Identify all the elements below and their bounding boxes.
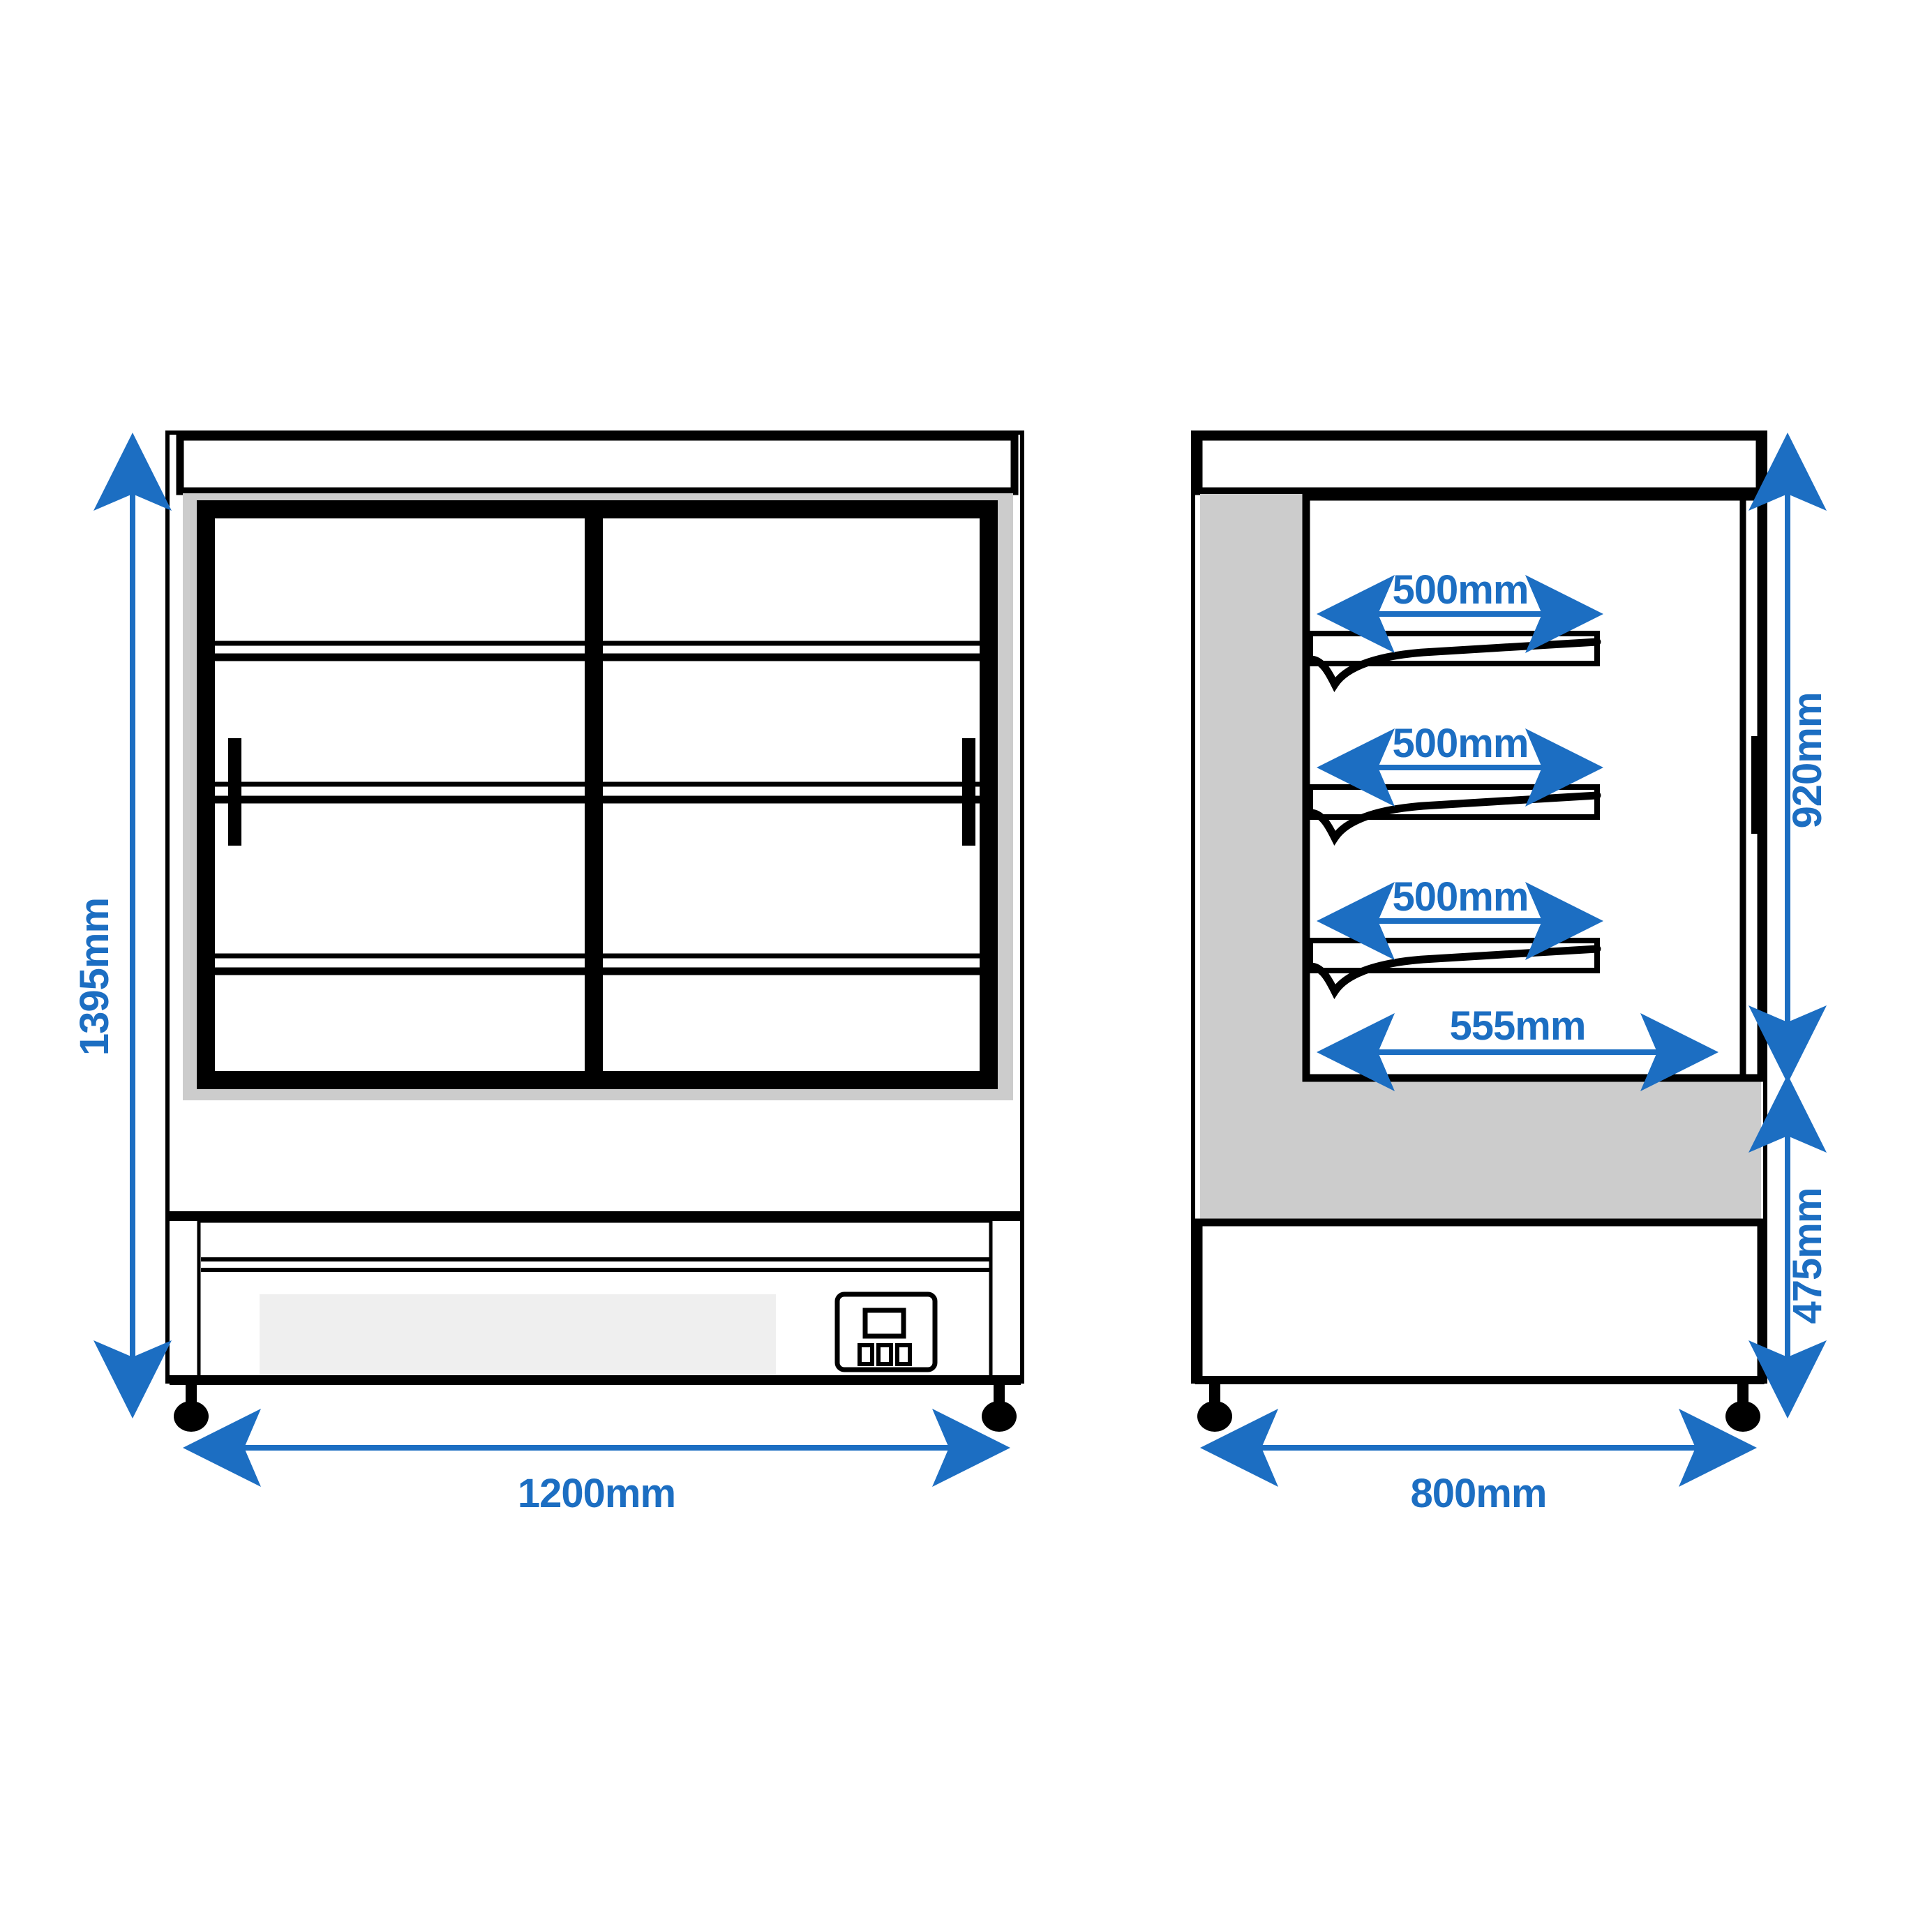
dimension-depth-800: 800mm — [1200, 1409, 1757, 1516]
dimension-shelf-c-500-label: 500mm — [1393, 874, 1529, 920]
dimension-width-1200-label: 1200mm — [518, 1471, 675, 1516]
front-view-group — [165, 430, 1024, 1432]
dimension-lower-475-label: 475mm — [1785, 1188, 1830, 1324]
dimension-lower-475: 475mm — [1748, 1074, 1830, 1418]
side-base-compartment — [1195, 1218, 1765, 1384]
door-handle-left[interactable] — [228, 738, 241, 846]
control-button-3[interactable] — [895, 1343, 912, 1366]
dimension-shelf-b-500: 500mm — [1317, 721, 1603, 807]
control-button-2[interactable] — [876, 1343, 893, 1366]
dimension-height-1395-label: 1395mm — [72, 898, 117, 1056]
control-panel-display — [862, 1308, 906, 1339]
dimension-depth-800-label: 800mm — [1411, 1471, 1547, 1516]
dimension-shelf-c-500: 500mm — [1317, 874, 1603, 960]
ventilation-grille — [260, 1294, 776, 1384]
side-lower-insulation — [1200, 1078, 1761, 1222]
front-shelf-line-3 — [215, 953, 980, 975]
dimension-shelf-b-500-label: 500mm — [1393, 721, 1529, 766]
dimension-shelf-a-500-label: 500mm — [1393, 567, 1529, 613]
dimension-base-555-label: 555mm — [1450, 1003, 1586, 1049]
dimension-width-1200: 1200mm — [183, 1409, 1010, 1516]
side-door-handle[interactable] — [1751, 736, 1767, 834]
dimension-shelf-a-500: 500mm — [1317, 567, 1603, 653]
control-panel[interactable] — [834, 1291, 938, 1372]
front-shelf-line-1 — [215, 641, 980, 661]
front-shelf-line-2 — [215, 781, 980, 804]
front-canopy — [176, 433, 1019, 495]
control-button-1[interactable] — [858, 1343, 874, 1366]
dimension-height-1395: 1395mm — [72, 433, 172, 1418]
door-centre-mullion — [585, 504, 603, 1085]
dimension-upper-920: 920mm — [1748, 433, 1830, 1084]
side-canopy — [1195, 433, 1764, 495]
dimension-base-555: 555mm — [1317, 1003, 1718, 1091]
dimension-upper-920-label: 920mm — [1785, 693, 1830, 829]
door-handle-right[interactable] — [962, 738, 975, 846]
